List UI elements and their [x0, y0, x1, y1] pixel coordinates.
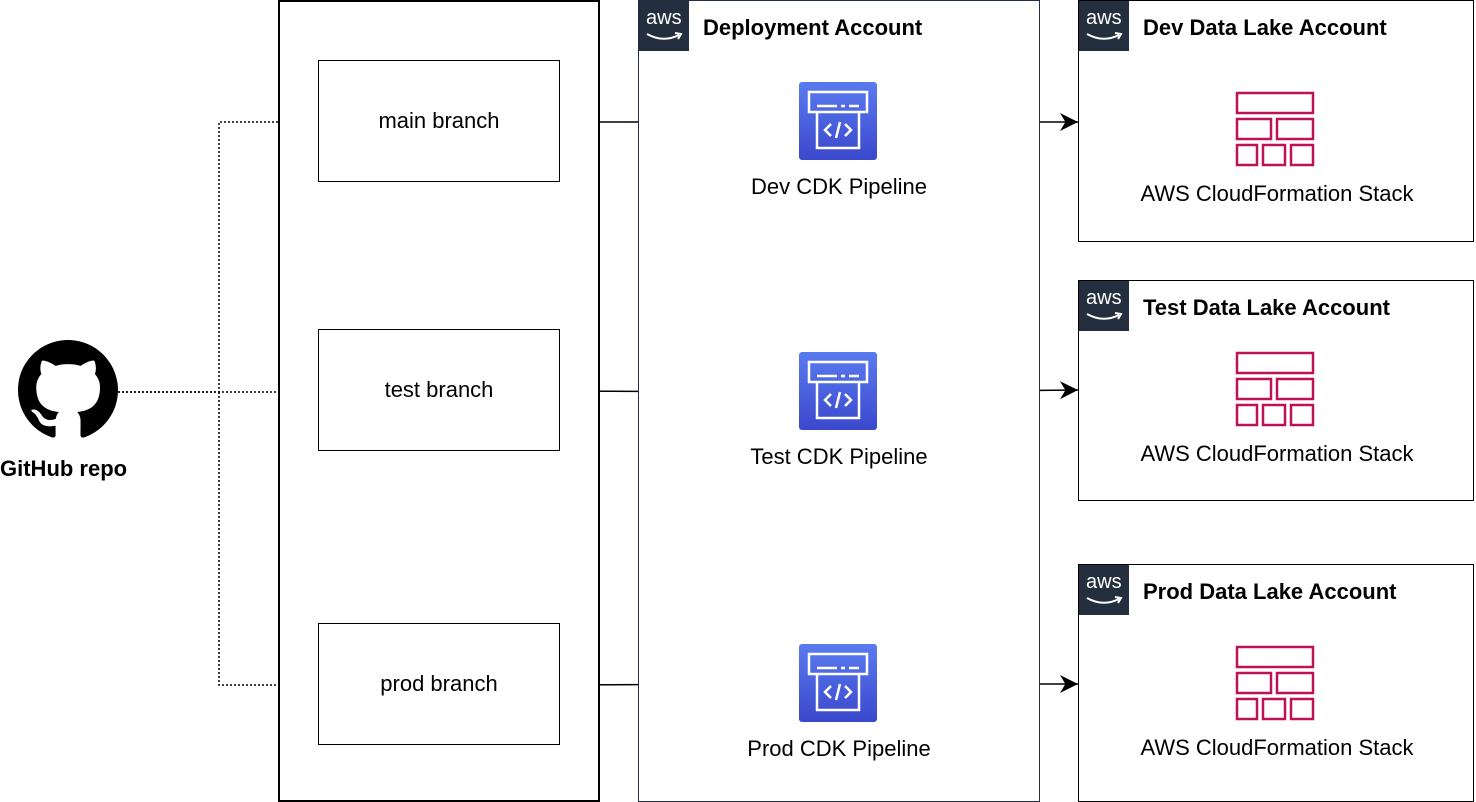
test-account-title: Test Data Lake Account [1143, 295, 1390, 320]
dev-pipeline-label: Dev CDK Pipeline [750, 174, 928, 199]
github-icon [18, 340, 118, 438]
aws-smile-icon [646, 32, 683, 40]
prod-branch-label: prod branch [380, 671, 498, 696]
dev-account-title: Dev Data Lake Account [1143, 15, 1387, 40]
aws-smile-icon [1086, 32, 1123, 40]
test-data-lake-account[interactable]: aws Test Data Lake Account AWS CloudForm… [1078, 280, 1474, 501]
prod-account-title: Prod Data Lake Account [1143, 579, 1397, 604]
dev-data-lake-account[interactable]: aws Dev Data Lake Account AWS CloudForma… [1078, 0, 1474, 242]
prod-data-lake-account[interactable]: aws Prod Data Lake Account AWS CloudForm… [1078, 564, 1474, 802]
aws-smile-icon [1086, 312, 1123, 320]
main-branch-label: main branch [378, 108, 500, 133]
codepipeline-icon [807, 90, 869, 150]
aws-logo-icon: aws [639, 1, 689, 51]
test-branch-box[interactable]: test branch [318, 329, 560, 451]
prod-pipeline-label: Prod CDK Pipeline [747, 736, 931, 761]
codepipeline-icon [807, 360, 869, 420]
test-branch-label: test branch [384, 377, 494, 402]
aws-logo-icon: aws [1079, 281, 1129, 331]
aws-logo-icon: aws [1079, 1, 1129, 51]
test-pipeline-icon[interactable] [799, 352, 877, 430]
prod-pipeline-icon[interactable] [799, 644, 877, 722]
dev-pipeline-icon[interactable] [799, 82, 877, 160]
github-repo-label: GitHub repo [0, 456, 128, 481]
cloudformation-stack-icon [1235, 645, 1315, 721]
cloudformation-stack-icon [1235, 91, 1315, 167]
dev-stack-label: AWS CloudFormation Stack [1140, 181, 1414, 206]
aws-smile-icon [1086, 596, 1123, 604]
deployment-account-title: Deployment Account [703, 15, 923, 40]
main-branch-box[interactable]: main branch [318, 60, 560, 182]
test-pipeline-label: Test CDK Pipeline [750, 444, 928, 469]
test-stack-label: AWS CloudFormation Stack [1140, 441, 1414, 466]
aws-logo-icon: aws [1079, 565, 1129, 615]
codepipeline-icon [807, 652, 869, 712]
cloudformation-stack-icon [1235, 351, 1315, 427]
prod-stack-label: AWS CloudFormation Stack [1140, 735, 1414, 760]
prod-branch-box[interactable]: prod branch [318, 623, 560, 745]
repo-to-main-connector [118, 113, 316, 393]
